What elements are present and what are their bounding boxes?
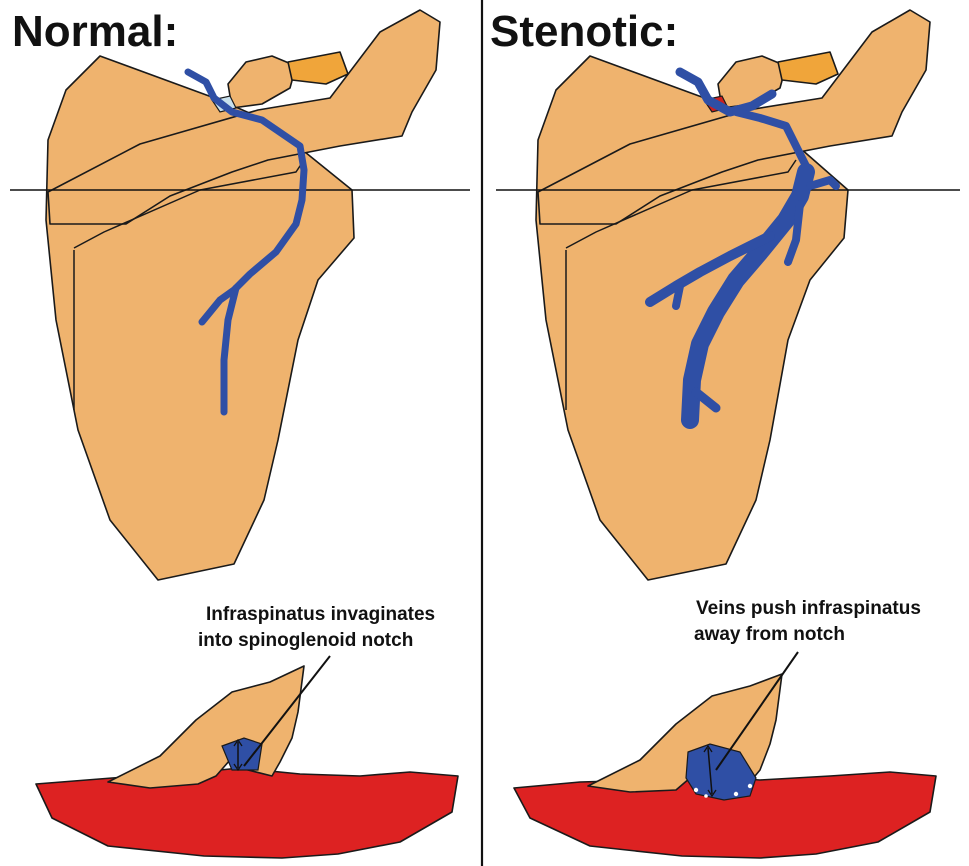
- stenotic-vein-upper-branch: [732, 108, 812, 174]
- normal-title: Normal:: [12, 7, 178, 56]
- stenotic-note-pointer: [715, 651, 799, 771]
- normal-note-line1: Infraspinatus invaginates: [206, 604, 435, 625]
- normal-notch-depth-arrows: [233, 738, 243, 772]
- normal-note-pointer: [243, 655, 331, 767]
- normal-acromion-notch: [287, 51, 349, 85]
- stenotic-panel: Stenotic:: [490, 7, 960, 859]
- stenotic-vein-dots: [693, 783, 753, 798]
- stenotic-vein-branch-right2: [784, 200, 804, 266]
- normal-notch-fill: [221, 737, 263, 771]
- normal-infraspinatus-muscle: [35, 767, 459, 859]
- normal-vein-branch: [220, 284, 240, 416]
- stenotic-vein-upper: [675, 67, 777, 117]
- stenotic-acromion-notch: [777, 51, 839, 85]
- normal-coracoid: [227, 55, 297, 109]
- stenotic-notch-depth: [707, 747, 713, 795]
- stenotic-vein-lower-branch: [691, 387, 721, 413]
- stenotic-notch-depth-arrows: [703, 744, 717, 798]
- normal-panel: Normal: Infraspinatus invaginates into s…: [10, 7, 470, 859]
- stenotic-note-line2: away from notch: [694, 624, 845, 645]
- stenotic-notch-fill: [685, 743, 757, 801]
- stenotic-vein-branch-right: [806, 176, 840, 190]
- stenotic-vein-branch-left2: [672, 282, 684, 310]
- stenotic-vein-main: [681, 163, 815, 429]
- stenotic-coracoid: [717, 55, 787, 109]
- stenotic-note-line1: Veins push infraspinatus: [696, 598, 921, 619]
- stenotic-title: Stenotic:: [490, 7, 678, 56]
- stenotic-acromion: [537, 9, 931, 225]
- normal-note-line2: into spinoglenoid notch: [198, 630, 413, 651]
- stenotic-vein-branch-left: [645, 231, 775, 307]
